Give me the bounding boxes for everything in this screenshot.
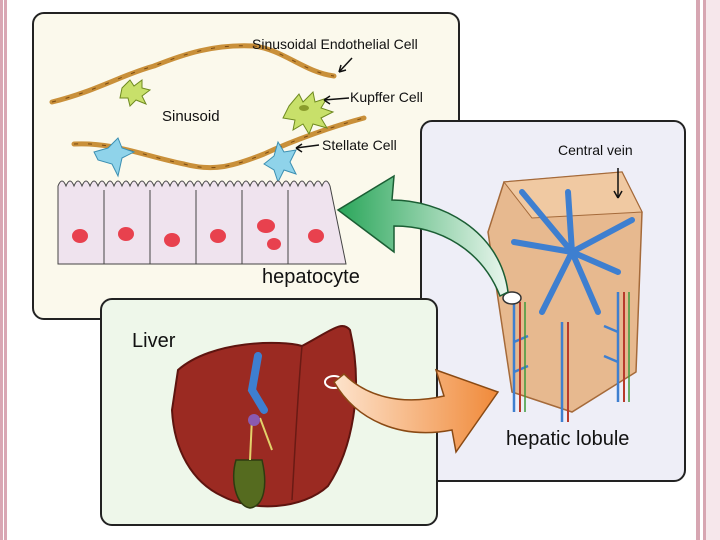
central-vein <box>511 189 635 315</box>
endothelial-lining-top <box>49 43 337 105</box>
kupffer-cell-label: Kupffer Cell <box>350 89 423 105</box>
hepatic-lobule-label: hepatic lobule <box>506 428 630 450</box>
sinusoid-label: Sinusoid <box>162 108 220 125</box>
hepatic-lobule-panel: Central vein hepatic lobule <box>420 120 686 482</box>
kupffer-cell <box>282 90 335 136</box>
liver-panel: Liver <box>100 298 438 526</box>
endothelial-cell-label: Sinusoidal Endothelial Cell <box>252 36 418 52</box>
liver-source-marker <box>324 375 344 389</box>
stellate-cell-left <box>93 137 136 178</box>
hepatic-lobule-illustration <box>487 168 643 422</box>
stellate-cell-label: Stellate Cell <box>322 137 397 153</box>
sinusoid-cell-panel: Sinusoidal Endothelial Cell Sinusoid Kup… <box>32 12 460 320</box>
hepatocyte-label: hepatocyte <box>262 266 360 288</box>
hepatocyte-row <box>57 180 347 265</box>
liver-label: Liver <box>132 330 176 352</box>
slide-border-right <box>690 0 720 540</box>
kupffer-cell-small <box>119 79 152 107</box>
liver-vessels <box>247 352 268 414</box>
stellate-cell-right <box>263 140 297 184</box>
sinusoid-illustration <box>49 43 367 265</box>
slide-border-left <box>0 0 7 540</box>
central-vein-label: Central vein <box>558 142 633 158</box>
label-pointers <box>295 57 353 153</box>
lobule-source-marker <box>502 291 522 305</box>
central-vein-pointer <box>613 168 623 199</box>
gallbladder <box>232 459 266 509</box>
